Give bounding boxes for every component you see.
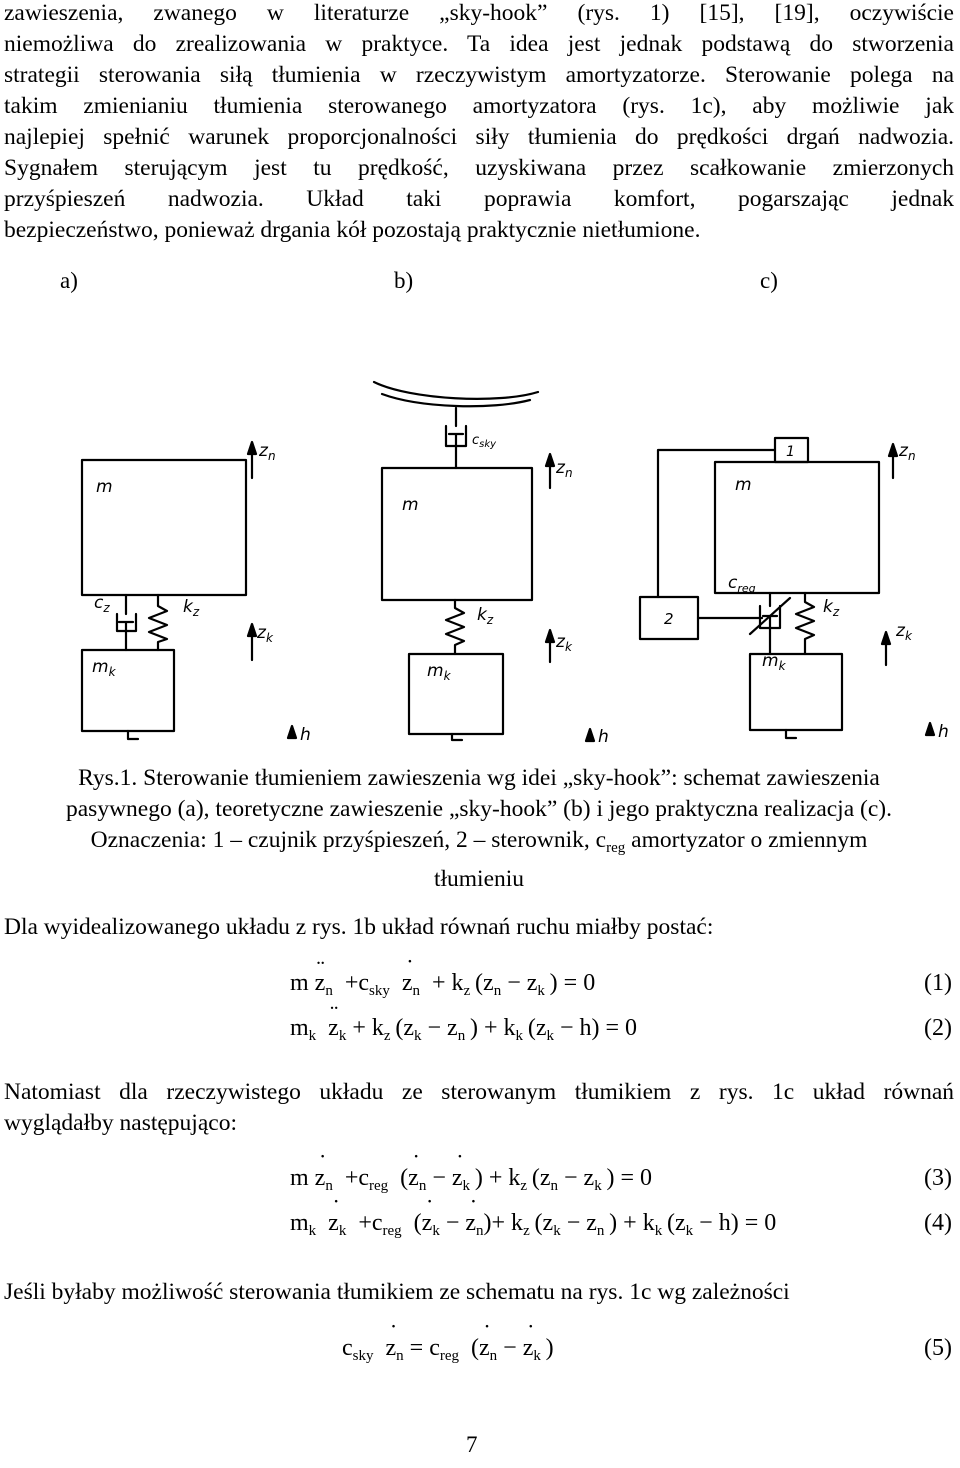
- paragraph-ideal-system: Dla wyidealizowanego układu z rys. 1b uk…: [4, 914, 714, 940]
- label-creg-c: creg: [728, 573, 756, 595]
- label-mk-c: mk: [762, 651, 787, 673]
- label-zk-a: zk: [256, 623, 274, 645]
- spring-kz-b: [444, 598, 466, 656]
- paragraph-control: Jeśli byłaby możliwość sterowania tłumik…: [4, 1279, 790, 1305]
- label-m-c: m: [735, 475, 752, 495]
- sprung-mass-b: [380, 466, 534, 602]
- label-zk-b: zk: [555, 632, 573, 654]
- unsprung-mass-b: [407, 652, 505, 736]
- equation-5-body: csky zn = creg (zn − zk ): [342, 1321, 554, 1365]
- label-zn-a: zn: [258, 441, 276, 463]
- equation-number: (3): [924, 1165, 952, 1191]
- arrow-zn-c: [887, 442, 899, 458]
- panel-c: [638, 436, 895, 740]
- arrow-h-c: [924, 721, 936, 737]
- label-csky-b: csky: [472, 433, 497, 450]
- label-zn-b: zn: [555, 458, 573, 480]
- damper-variable-arrow: [748, 596, 792, 636]
- equation-number: (2): [924, 1015, 952, 1041]
- text-line: przyśpieszeń nadwozia. Układ taki popraw…: [4, 186, 954, 212]
- equation-2: mk zk + kz (zk − zn ) + kk (zk − h) = 0 …: [0, 1002, 960, 1055]
- spring-kz-a: [147, 593, 169, 652]
- arrow-zk-b: [544, 628, 556, 644]
- panel-label-a: a): [60, 268, 78, 293]
- arrow-zk-c: [880, 630, 892, 646]
- arrow-h-b: [584, 727, 596, 743]
- equation-3-body: m zn +creg (zn − zk ) + kz (zn − zk ) = …: [290, 1151, 652, 1195]
- arrow-zk-a: [246, 622, 258, 638]
- tyre-b: [450, 732, 464, 742]
- label-h-c: h: [938, 722, 949, 742]
- equation-1: m zn +csky zn + kz (zn − zk ) = 0 (1): [0, 956, 960, 1010]
- tyre-c: [784, 728, 798, 740]
- arrow-zn-b: [544, 452, 556, 468]
- text-line: takim zmienianiu tłumienia sterowanego a…: [4, 93, 954, 119]
- arrow-h-a: [286, 724, 298, 740]
- text-line: zawieszenia, zwanego w literaturze „sky-…: [4, 0, 954, 26]
- panel-label-c: c): [760, 268, 778, 293]
- damper-csky-b: [444, 406, 468, 470]
- damper-creg-c: [758, 591, 782, 656]
- text-line: niemożliwa do zrealizowania w praktyce. …: [4, 31, 954, 57]
- label-m-a: m: [96, 477, 113, 497]
- equation-1-body: m zn +csky zn + kz (zn − zk ) = 0: [290, 956, 595, 1000]
- panel-b: [372, 380, 552, 742]
- caption-line: tłumieniu: [433, 866, 525, 892]
- equation-4: mk zk +creg (zk − zn)+ kz (zk − zn ) + k…: [0, 1196, 960, 1250]
- caption-line: pasywnego (a), teoretyczne zawieszenie „…: [66, 796, 892, 822]
- paragraph-real-system: Natomiast dla rzeczywistego układu ze st…: [4, 1079, 954, 1136]
- arrow-zn-a: [246, 440, 258, 456]
- label-box-1: 1: [786, 444, 795, 460]
- equation-number: (1): [924, 970, 952, 996]
- text-line: strategii sterowania siłą tłumienia w rz…: [4, 62, 954, 88]
- label-m-b: m: [402, 495, 419, 515]
- equation-3: m zn +creg (zn − zk ) + kz (zn − zk ) = …: [0, 1151, 960, 1205]
- text-line: bezpieczeństwo, ponieważ drgania kół poz…: [4, 217, 701, 243]
- label-kz-a: kz: [183, 597, 200, 619]
- label-h-a: h: [300, 725, 311, 745]
- label-kz-b: kz: [477, 605, 494, 627]
- label-zk-c: zk: [895, 621, 913, 643]
- panel-a: [80, 448, 254, 741]
- sprung-mass-a: [80, 458, 248, 597]
- caption-line: Rys.1. Sterowanie tłumieniem zawieszenia…: [78, 765, 880, 791]
- figure-caption: Rys.1. Sterowanie tłumieniem zawieszenia…: [4, 763, 954, 895]
- label-zn-c: zn: [898, 441, 916, 463]
- equation-2-body: mk zk + kz (zk − zn ) + kk (zk − h) = 0: [290, 1002, 637, 1045]
- caption-line: Oznaczenia: 1 – czujnik przyśpieszeń, 2 …: [90, 827, 868, 856]
- equation-number: (5): [924, 1335, 952, 1361]
- page-number: 7: [466, 1432, 478, 1457]
- equation-4-body: mk zk +creg (zk − zn)+ kz (zk − zn ) + k…: [290, 1196, 776, 1240]
- label-kz-c: kz: [823, 597, 840, 619]
- panel-label-b: b): [394, 268, 414, 293]
- equation-5: csky zn = creg (zn − zk ) (5): [0, 1321, 960, 1375]
- label-mk-a: mk: [92, 657, 117, 679]
- intro-paragraph: zawieszenia, zwanego w literaturze „sky-…: [4, 0, 954, 246]
- damper-cz-a: [115, 593, 138, 652]
- label-mk-b: mk: [427, 661, 452, 683]
- equation-number: (4): [924, 1210, 952, 1236]
- text-line: Sygnałem sterującym jest tu prędkość, uz…: [4, 155, 954, 181]
- text-line: najlepiej spełnić warunek proporcjonalno…: [4, 124, 954, 150]
- suspension-figure: m zn cz kz zk mk h csky zn m kz zk mk h …: [80, 380, 949, 745]
- spring-kz-c: [794, 591, 816, 656]
- signal-line-c: [656, 448, 777, 599]
- sky-hatch-b: [372, 380, 540, 408]
- label-box-2: 2: [664, 610, 674, 628]
- tyre-a: [126, 729, 140, 741]
- label-cz-a: cz: [94, 593, 110, 615]
- label-h-b: h: [598, 727, 609, 745]
- unsprung-mass-c: [748, 652, 844, 732]
- sprung-mass-c: [713, 460, 881, 595]
